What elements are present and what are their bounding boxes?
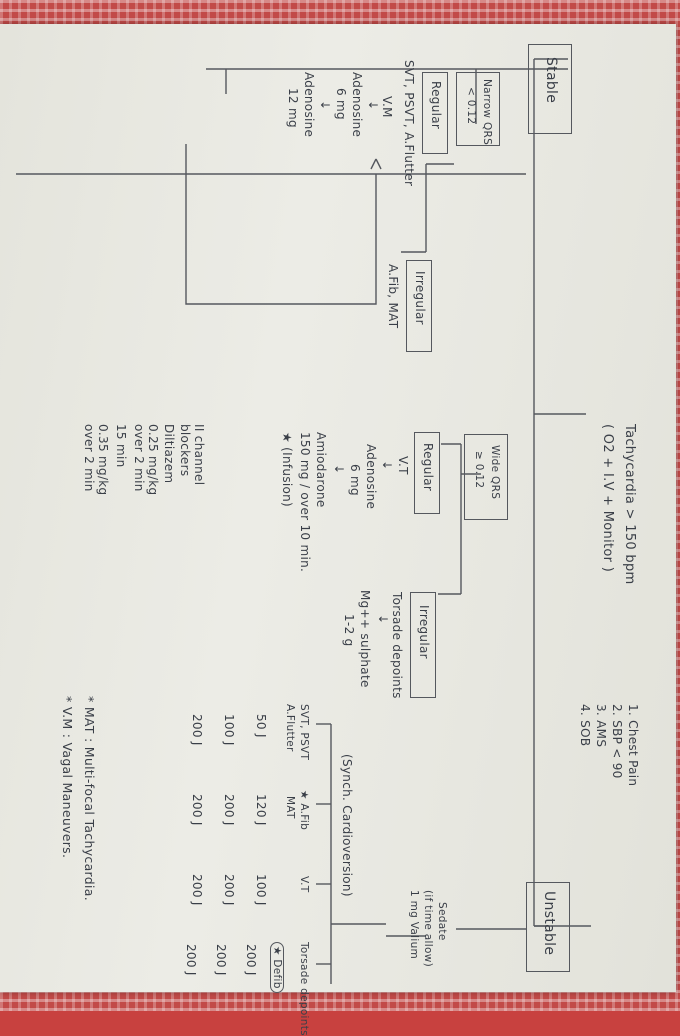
wide-regular-rhythm: V.T (396, 456, 410, 475)
stable-box: Stable (528, 44, 572, 134)
col3-dose-3: 200 J (190, 874, 204, 906)
criterion-chest-pain: 1. Chest Pain (626, 704, 640, 787)
col3-header-1: V.T (298, 876, 310, 893)
flowchart: Tachycardia > 150 bpm ( O2 + I.V + Monit… (0, 24, 676, 1036)
footnote-mat: * MAT : Multi-focal Tachycardia. (82, 696, 97, 901)
col1-dose-2: 100 J (222, 714, 236, 746)
diltiazem: Diltiazem (162, 424, 176, 484)
narrow-regular-rhythms: SVT, PSVT, A.Flutter (402, 60, 416, 187)
narrow-qrs-label: Narrow QRS (481, 79, 493, 146)
col1-header-1: SVT, PSVT (298, 704, 310, 761)
col3-dose-1: 100 J (254, 874, 268, 906)
rate-control-blockers: blockers (178, 424, 192, 477)
paper-sheet: Tachycardia > 150 bpm ( O2 + I.V + Monit… (0, 24, 676, 1036)
rate-control-class: ΙΙ channel (192, 424, 206, 486)
sedate: Sedate (436, 902, 448, 941)
diltiazem-dose: 0.25 mg/kg (146, 424, 160, 496)
sedate-drug: 1 mg Valium (408, 890, 420, 960)
synch-cardioversion: (Synch. Cardioversion) (340, 754, 354, 897)
flowchart-connectors (16, 58, 591, 984)
narrow-qrs-threshold: < 0.12 (465, 87, 477, 125)
wide-irregular-label: Irregular (417, 605, 431, 659)
col2-header-2: MAT (284, 796, 296, 819)
adenosine-second: Adenosine (302, 72, 316, 138)
page-title: Tachycardia > 150 bpm (622, 424, 637, 585)
stable-label: Stable (543, 57, 559, 104)
col4-header-1: Torsade depoints (298, 942, 310, 1036)
down-arrow-icon: ↓ (318, 100, 332, 111)
wide-regular-label: Regular (421, 443, 435, 492)
narrow-regular-label: Regular (429, 81, 443, 130)
col2-header-1: ★ A.Fib (298, 790, 310, 831)
criterion-ams: 3. AMS (594, 704, 608, 748)
narrow-qrs-box: Narrow QRS < 0.12 (456, 72, 500, 146)
narrow-irregular-label: Irregular (413, 271, 427, 325)
vagal-maneuvers: V.M (380, 96, 394, 118)
narrow-irregular-box: Irregular (406, 260, 432, 352)
wide-qrs-box: Wide QRS ≥ 0.12 (464, 434, 508, 520)
col3-dose-2: 200 J (222, 874, 236, 906)
wide-adenosine: Adenosine (364, 444, 378, 510)
wide-qrs-threshold: ≥ 0.12 (473, 451, 485, 489)
wide-irregular-box: Irregular (410, 592, 436, 698)
infusion-note: ★ (Infusion) (280, 432, 294, 508)
sedate-condition: (if time allow) (422, 890, 434, 967)
torsade-rhythm: Torsade depoints (390, 592, 404, 699)
col1-header-2: A.Flutter (284, 704, 296, 752)
col2-dose-1: 120 J (254, 794, 268, 826)
amiodarone: Amiodarone (314, 432, 328, 508)
criterion-sob: 4. SOB (578, 704, 592, 747)
col2-dose-3: 200 J (190, 794, 204, 826)
amiodarone-dose: 150 mg / over 10 min. (298, 432, 312, 573)
diltiazem-second-duration: over 2 min (82, 424, 96, 492)
criterion-sbp: 2. SBP < 90 (610, 704, 624, 779)
wide-qrs-label: Wide QRS (489, 445, 501, 500)
wide-regular-box: Regular (414, 432, 440, 514)
col1-dose-1: 50 J (254, 714, 268, 738)
adenosine-second-dose: 12 mg (286, 88, 300, 128)
col2-dose-2: 200 J (222, 794, 236, 826)
down-arrow-icon: ↓ (366, 100, 380, 111)
narrow-regular-box: Regular (422, 72, 448, 154)
unstable-label: Unstable (541, 891, 557, 956)
col4-dose-2: 200 J (214, 944, 228, 976)
down-arrow-icon: ↓ (332, 464, 346, 475)
col4-dose-1: 200 J (244, 944, 258, 976)
repeat-interval: 15 min (114, 424, 128, 468)
adenosine-first: Adenosine (350, 72, 364, 138)
col1-dose-3: 200 J (190, 714, 204, 746)
unstable-box: Unstable (526, 882, 570, 972)
diltiazem-second-dose: 0.35 mg/kg (96, 424, 110, 496)
magnesium-sulphate: Mg++ sulphate (358, 590, 372, 688)
narrow-irregular-rhythms: A.Fib, MAT (386, 264, 400, 329)
wide-adenosine-dose: 6 mg (348, 464, 362, 496)
defib-label: ★ Defib (270, 942, 284, 993)
down-arrow-icon: ↓ (380, 460, 394, 471)
adenosine-first-dose: 6 mg (334, 88, 348, 120)
diltiazem-duration: over 2 min (132, 424, 146, 492)
down-arrow-icon: ↓ (376, 614, 390, 625)
magnesium-dose: 1-2 g (342, 614, 356, 647)
initial-steps: ( O2 + I.V + Monitor ) (600, 424, 615, 573)
col4-dose-3: 200 J (184, 944, 198, 976)
footnote-vm: * V.M : Vagal Maneuvers. (60, 696, 75, 859)
